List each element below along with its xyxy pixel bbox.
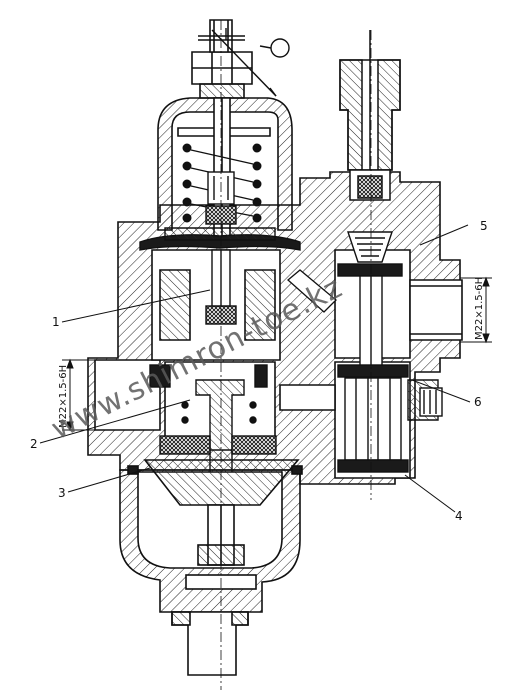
right-thread-dimension: M22×1.5-6H bbox=[474, 277, 485, 340]
callout-5: 5 bbox=[480, 219, 488, 233]
callout-6: 6 bbox=[474, 395, 482, 409]
callout-1: 1 bbox=[52, 315, 60, 329]
callout-2: 2 bbox=[30, 437, 38, 451]
gauge-symbol-icon bbox=[211, 28, 290, 97]
left-thread-dimension: M22×1.5-6H bbox=[58, 365, 69, 428]
right-dimension bbox=[460, 276, 492, 344]
leader-lines bbox=[39, 224, 471, 513]
right-top-fitting bbox=[339, 30, 401, 201]
angled-passage bbox=[287, 269, 337, 313]
lower-housing bbox=[119, 459, 303, 676]
left-dimension bbox=[62, 358, 100, 432]
callout-4: 4 bbox=[455, 509, 463, 523]
right-piston bbox=[337, 364, 443, 473]
callout-3: 3 bbox=[58, 486, 66, 500]
